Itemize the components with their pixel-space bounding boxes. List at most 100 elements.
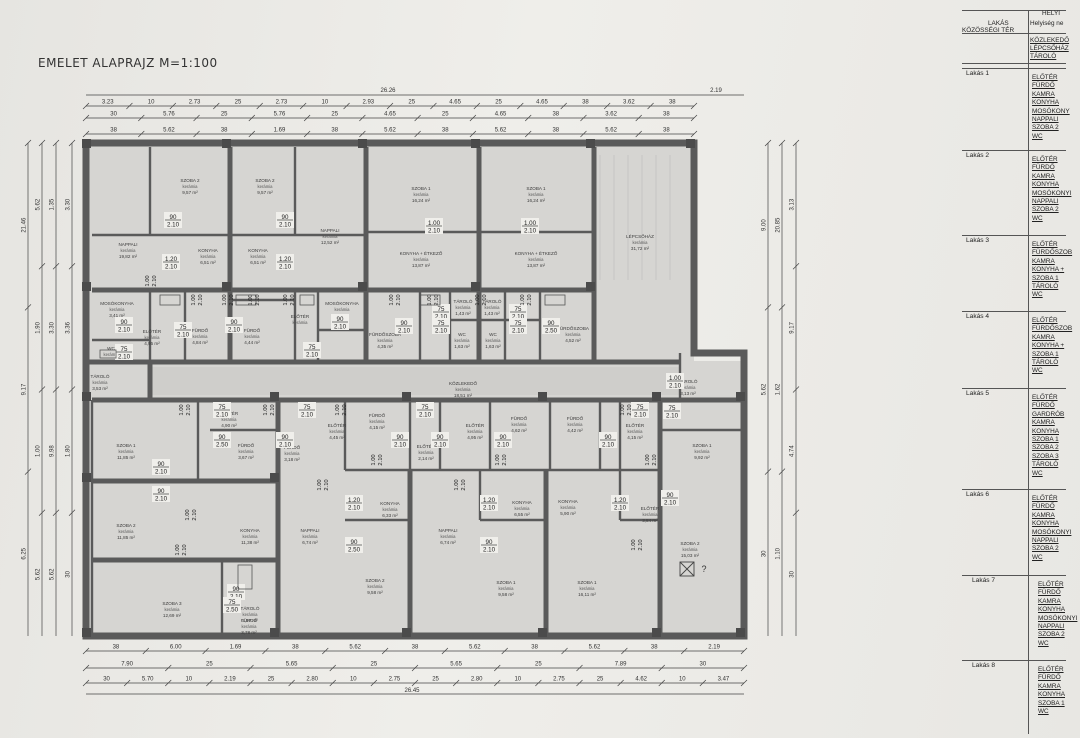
legend-apartment-item: WC — [1038, 639, 1049, 647]
dim-top-row1-value: 2.73 — [189, 100, 201, 106]
dim-top-row2-tick — [82, 114, 90, 122]
door-width: 1.00 — [645, 454, 651, 465]
door-height: 2.10 — [279, 222, 292, 229]
dim-top-row2-tick — [359, 114, 366, 122]
legend-rule-b — [962, 63, 1066, 64]
door-tag-35: 902.10 — [661, 490, 679, 507]
room-name: KONYHA + ÉTKEZŐ — [515, 250, 558, 256]
door-height: 2.10 — [270, 404, 276, 415]
room-area: 4,15 m² — [627, 435, 643, 440]
dim-right-value: 30 — [790, 570, 796, 577]
dim-bottom-row3-value: 4.62 — [635, 677, 647, 683]
dim-top-row1-value: 2.93 — [362, 100, 374, 106]
column-16 — [736, 392, 745, 401]
legend-apartment-item: TÁROLÓ — [1032, 283, 1059, 290]
room-material: kerámia — [330, 429, 346, 434]
door-height: 2.10 — [512, 314, 525, 321]
dim-top-row1-tick — [560, 102, 567, 110]
dim-right-tick — [778, 139, 786, 147]
legend-apartment-item: KAMRA — [1038, 597, 1061, 605]
door-width: 1.00 — [185, 509, 191, 520]
column-13 — [402, 392, 411, 401]
dim-top-row2-value: 25 — [221, 112, 228, 118]
room-name: SZOBA 1 — [526, 186, 546, 191]
door-width: 75 — [438, 320, 445, 327]
dim-right-tick — [792, 386, 800, 393]
door-height: 2.10 — [435, 314, 448, 321]
legend-apartment-item: KAMRA — [1032, 172, 1055, 180]
dim-top-row2-tick — [303, 114, 311, 122]
room-area: 4,44 m² — [244, 340, 260, 345]
room-material: kerámia — [643, 512, 659, 517]
legend-apartment-item: ELŐTÉR — [1032, 495, 1058, 502]
room-material: kerámia — [383, 507, 399, 512]
door-height: 2.10 — [342, 404, 348, 415]
legend-apartment-label: Lakás 4 — [966, 313, 990, 320]
room-name: WC — [458, 332, 466, 337]
dim-bottom-row2-tick — [658, 664, 665, 672]
door-width: 90 — [486, 539, 493, 546]
column-0 — [82, 139, 91, 148]
dim-left-tick — [24, 468, 32, 475]
dim-top-row1-value: 4.65 — [536, 100, 548, 106]
legend-apartment-item: SZOBA 1 — [1032, 274, 1059, 282]
door-width: 1.20 — [348, 497, 361, 504]
room-material: kerámia — [335, 307, 351, 312]
door-height: 2.10 — [378, 454, 384, 465]
legend-col-rule — [1028, 10, 1029, 734]
legend-apartment-item: MOSÓKONYI — [1032, 528, 1072, 536]
dim-left-tick — [52, 263, 60, 270]
door-tag-0: 902.10 — [164, 212, 182, 229]
room-area: 12,52 m² — [321, 240, 340, 245]
door-width: 1.00 — [475, 294, 481, 305]
room-material: kerámia — [165, 607, 181, 612]
room-name: MOSÓKONYHA — [100, 300, 134, 306]
room-area: 5,90 m² — [560, 511, 576, 516]
legend-apartment-item: WC — [1032, 214, 1043, 222]
legend-apartment-item: FÜRDŐSZOB — [1032, 249, 1073, 257]
room-name: FÜRDŐ — [192, 327, 209, 333]
room-material: kerámia — [243, 612, 259, 617]
dim-top-row1-value: 38 — [582, 100, 589, 106]
door-width: 1.00 — [631, 539, 637, 550]
dim-left-value: 1.00 — [36, 445, 42, 457]
door-height: 2.10 — [434, 442, 447, 449]
door-width: 90 — [158, 488, 165, 495]
door-width: 90 — [401, 320, 408, 327]
room-area: 13,87 m² — [412, 263, 431, 268]
dim-top-row1-value: 4.65 — [449, 100, 461, 106]
dim-left-value: 3.36 — [66, 321, 72, 333]
door-height: 2.10 — [306, 352, 319, 359]
dim-top-row3-tick — [635, 130, 642, 138]
dim-left-tick — [38, 263, 46, 270]
door-tag-34: 1.202.10 — [611, 495, 629, 512]
door-height: 2.10 — [512, 328, 525, 335]
room-area: 2,57 m² — [242, 618, 258, 623]
dim-bottom-row3-tick — [658, 679, 665, 687]
door-height: 2.10 — [155, 469, 168, 476]
door-width: 75 — [515, 306, 522, 313]
fixture-3 — [419, 294, 441, 306]
room-name: KONYHA — [512, 500, 532, 505]
legend-apartment-label: Lakás 5 — [966, 390, 990, 397]
dim-top-row2-value: 25 — [331, 112, 338, 118]
door-tag-37: 902.10 — [480, 537, 498, 554]
dim-bottom-row3-tick — [535, 679, 542, 687]
dim-top-row2-tick — [524, 114, 532, 122]
